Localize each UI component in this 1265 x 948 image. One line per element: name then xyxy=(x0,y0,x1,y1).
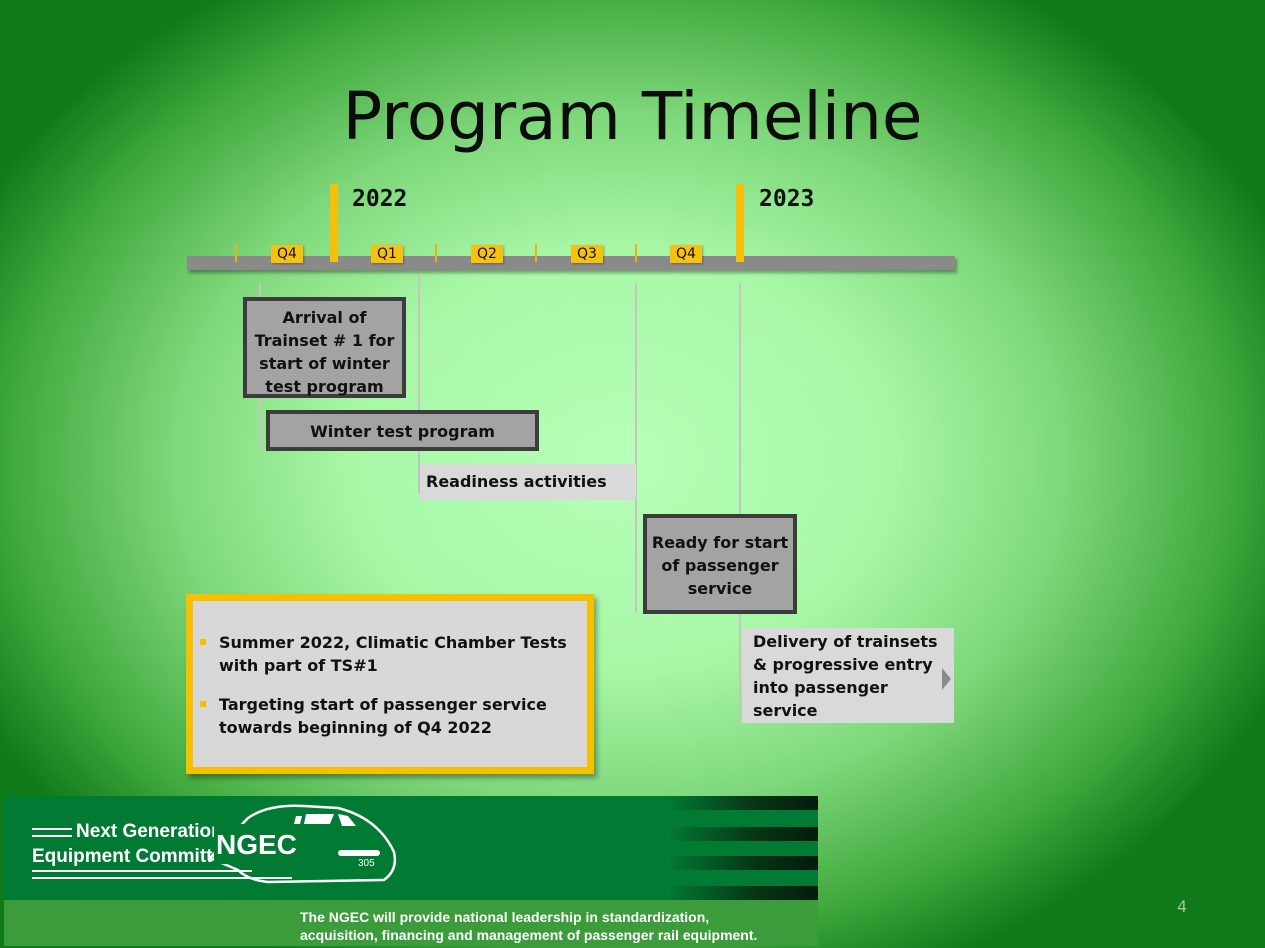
logo-rule xyxy=(32,828,72,830)
quarter-label: Q1 xyxy=(371,245,403,263)
tagline-line: The NGEC will provide national leadershi… xyxy=(300,909,710,925)
milestone-text-line: Arrival of xyxy=(282,308,367,327)
year-marker-2023 xyxy=(736,184,744,262)
notes-box: Summer 2022, Climatic Chamber Tests with… xyxy=(186,594,594,774)
logo-rule xyxy=(32,877,292,879)
milestone-delivery: Delivery of trainsets & progressive entr… xyxy=(742,628,954,723)
milestone-text-line: service xyxy=(687,579,753,598)
note-item: Targeting start of passenger service tow… xyxy=(200,693,577,739)
milestone-text-line: service xyxy=(753,701,818,720)
milestone-text-line: Ready for start xyxy=(651,533,789,552)
axis-tick xyxy=(435,244,437,262)
train-logo-icon: NGEC 305 xyxy=(208,804,397,884)
bullet-icon xyxy=(200,639,206,645)
quarter-label: Q3 xyxy=(571,245,603,263)
footer-tagline: The NGEC will provide national leadershi… xyxy=(300,908,757,944)
milestone-text-line: of passenger xyxy=(661,556,779,575)
milestone-text: Readiness activities xyxy=(426,472,607,491)
guide-line xyxy=(739,283,741,723)
note-text: Targeting start of passenger service tow… xyxy=(219,695,547,737)
axis-tick xyxy=(535,244,537,262)
milestone-ready-service: Ready for start of passenger service xyxy=(643,514,797,614)
quarter-label: Q4 xyxy=(670,245,702,263)
milestone-text-line: start of winter xyxy=(259,354,390,373)
year-label-2022: 2022 xyxy=(352,186,408,212)
milestone-arrival-trainset: Arrival of Trainset # 1 for start of win… xyxy=(243,297,406,398)
logo-line1: Next Generation xyxy=(76,821,223,842)
milestone-text-line: test program xyxy=(265,377,384,396)
year-label-2023: 2023 xyxy=(759,186,815,212)
milestone-text-line: Delivery of trainsets xyxy=(753,632,938,651)
guide-line xyxy=(635,283,637,613)
milestone-text-line: into passenger xyxy=(753,678,888,697)
axis-tick xyxy=(235,244,237,262)
bullet-icon xyxy=(200,701,206,707)
year-marker-2022 xyxy=(330,184,338,262)
quarter-label: Q4 xyxy=(271,245,303,263)
note-text: Summer 2022, Climatic Chamber Tests with… xyxy=(219,633,567,675)
milestone-readiness: Readiness activities xyxy=(420,464,636,500)
milestone-winter-test: Winter test program xyxy=(266,410,539,451)
milestone-text: Winter test program xyxy=(310,422,495,441)
quarter-label: Q2 xyxy=(471,245,503,263)
page-title: Program Timeline xyxy=(342,78,923,155)
milestone-text-line: & progressive entry xyxy=(753,655,933,674)
axis-tick xyxy=(635,244,637,262)
tagline-line: acquisition, financing and management of… xyxy=(300,927,758,943)
footer-band xyxy=(4,900,818,946)
guide-line xyxy=(418,274,420,494)
train-number: 305 xyxy=(358,858,375,869)
arrow-right-icon xyxy=(942,668,951,690)
note-item: Summer 2022, Climatic Chamber Tests with… xyxy=(200,631,577,677)
milestone-text-line: Trainset # 1 for xyxy=(254,331,395,350)
logo-abbr: NGEC xyxy=(216,829,297,860)
logo-rule xyxy=(32,835,72,837)
logo-line2: Equipment Committee xyxy=(32,846,234,867)
page-number: 4 xyxy=(1177,897,1188,916)
logo-rule xyxy=(32,870,252,872)
